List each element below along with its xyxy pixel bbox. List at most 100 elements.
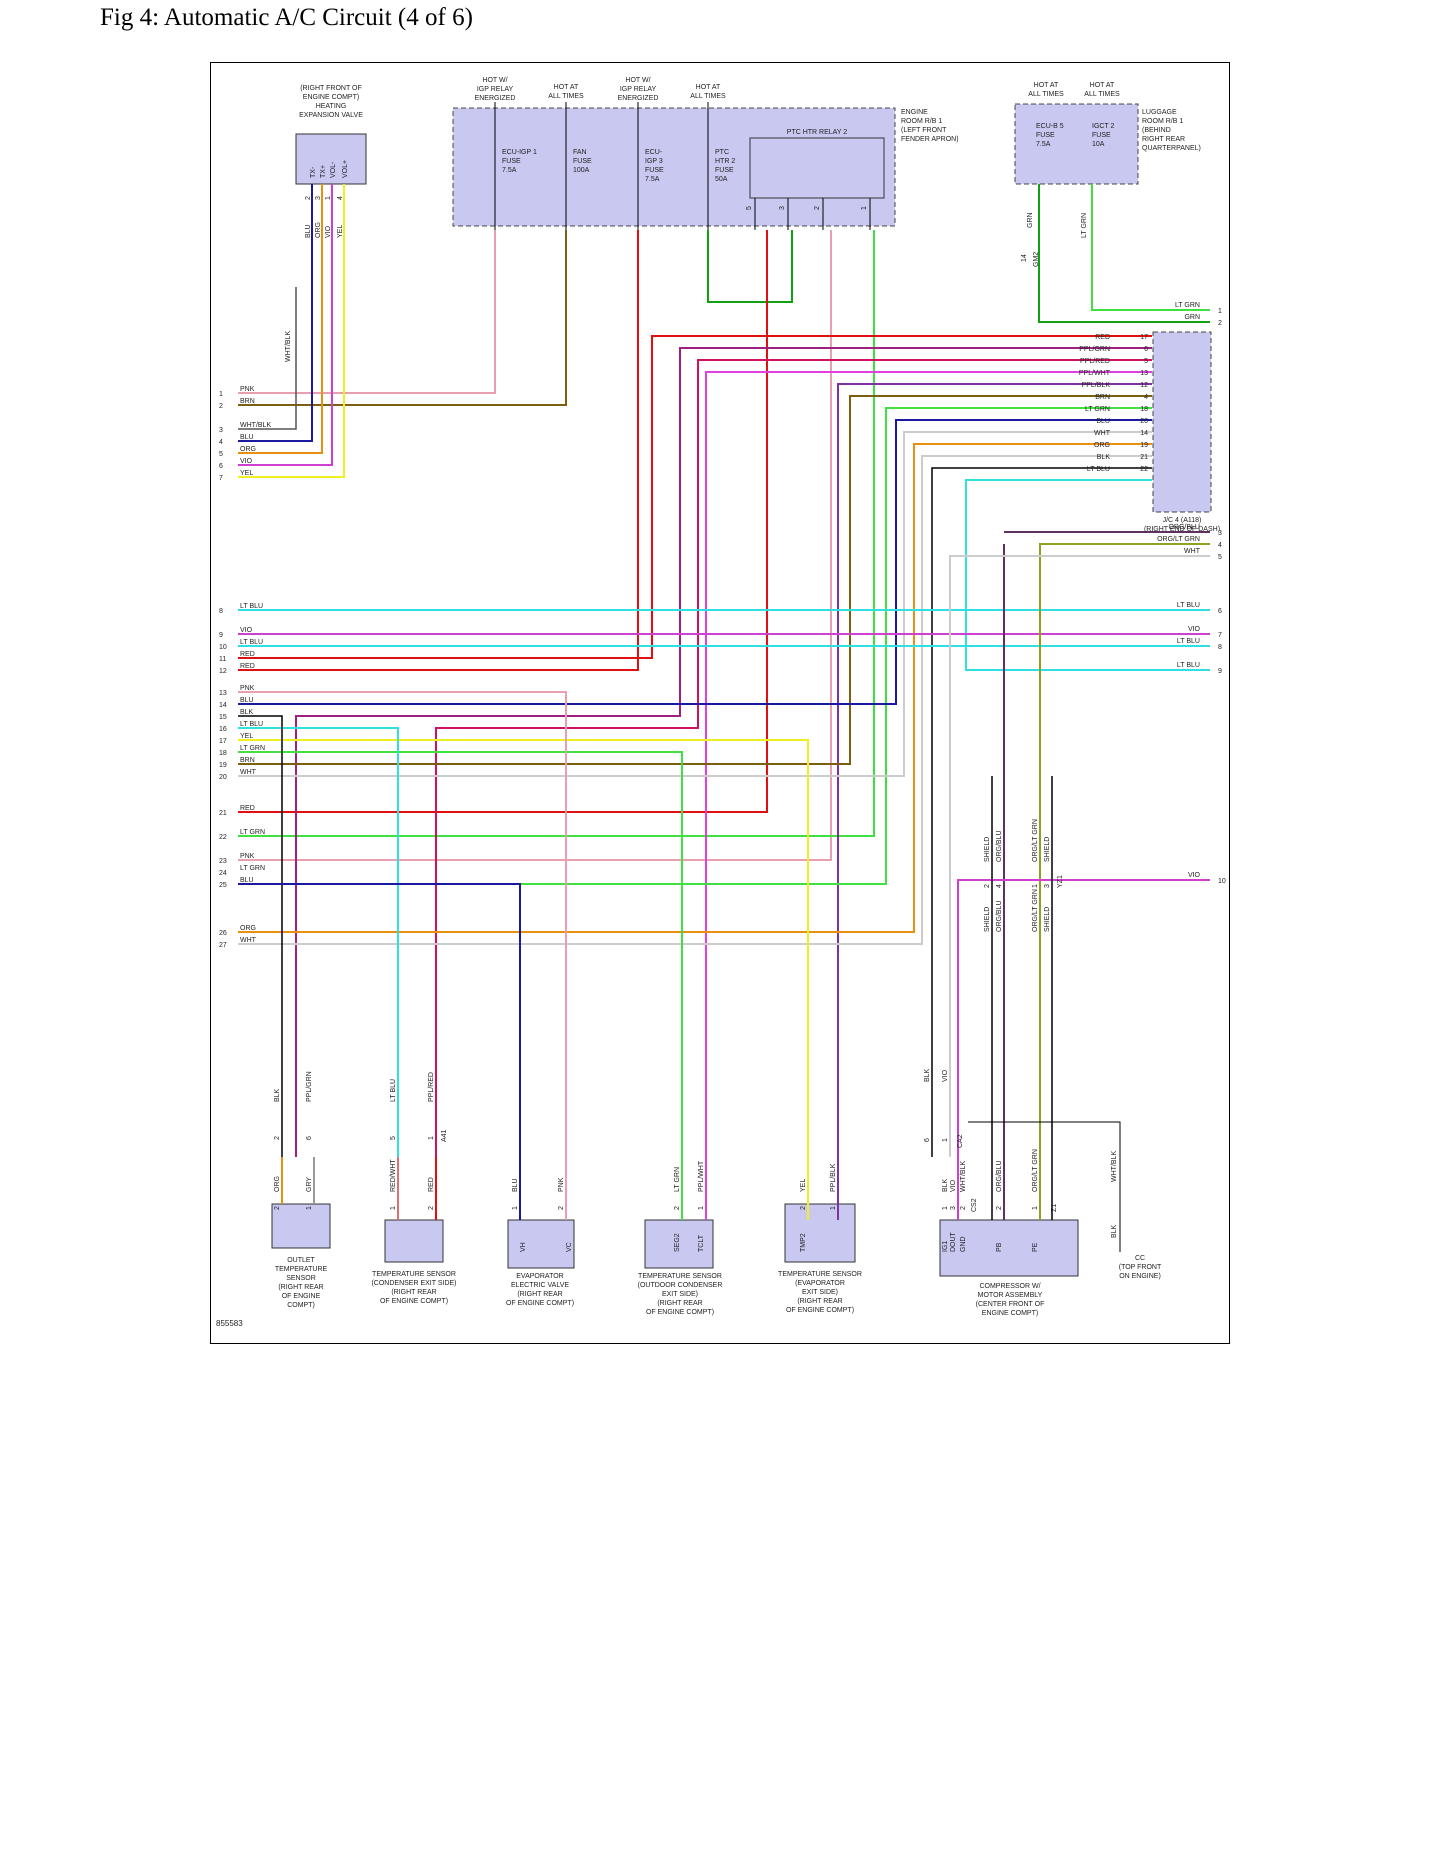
wire-red-11 bbox=[238, 335, 1152, 659]
wire-color-label: LT GRN bbox=[674, 1167, 681, 1192]
jc4-row-color: BRN bbox=[1095, 394, 1110, 401]
component-pin-number: 1 bbox=[306, 1206, 313, 1210]
right-row-number: 4 bbox=[1218, 542, 1222, 549]
cond-sensor-label: (CONDENSER EXIT SIDE) bbox=[371, 1280, 456, 1287]
connector-id: GM2 bbox=[1033, 252, 1040, 267]
left-row-color-label: LT BLU bbox=[240, 639, 263, 646]
heating-valve-pin-number: 1 bbox=[325, 196, 332, 200]
jc4-row-color: LT BLU bbox=[1087, 466, 1110, 473]
hot-always-label: HOT AT bbox=[554, 84, 579, 91]
component-pin-number: 1 bbox=[942, 1206, 949, 1210]
left-row-number: 9 bbox=[219, 632, 223, 639]
component-pin-number: 2 bbox=[428, 1206, 435, 1210]
engine-room-rb-label: FENDER APRON) bbox=[901, 136, 959, 143]
evap-exit-sensor-label: TEMPERATURE SENSOR bbox=[778, 1271, 862, 1278]
heating-valve-pin-number: 2 bbox=[305, 196, 312, 200]
hot-always-label: ALL TIMES bbox=[548, 93, 584, 100]
cond-sensor-label: TEMPERATURE SENSOR bbox=[372, 1271, 456, 1278]
connector-pin-number: 6 bbox=[306, 1136, 313, 1140]
wire-pnk-13 bbox=[238, 691, 567, 1220]
wire-color-label: VIO bbox=[325, 225, 332, 238]
wire-ltblu-r9 bbox=[965, 479, 1210, 671]
hot-always-label: HOT AT bbox=[1034, 82, 1059, 89]
wire-vio-r10 bbox=[957, 879, 1210, 1220]
jc4-row-pin: 17 bbox=[1140, 334, 1148, 341]
component-pin-number: 2 bbox=[558, 1206, 565, 1210]
wire-color-label: BLK bbox=[942, 1178, 949, 1192]
right-row-number: 1 bbox=[1218, 308, 1222, 315]
connector-pin-number: 1 bbox=[1032, 884, 1039, 888]
jc4-row-color: PPL/RED bbox=[1080, 358, 1110, 365]
left-row-number: 19 bbox=[219, 762, 227, 769]
outdoor-sensor-label: EXIT SIDE) bbox=[662, 1291, 698, 1298]
right-row-number: 6 bbox=[1218, 608, 1222, 615]
wire-color-label: RED bbox=[428, 1177, 435, 1192]
left-row-number: 11 bbox=[219, 656, 226, 663]
left-row-color-label: YEL bbox=[240, 470, 253, 477]
connector-id: CA2 bbox=[957, 1134, 964, 1148]
left-row-color-label: RED bbox=[240, 663, 255, 670]
hot-igp-label: HOT W/ bbox=[482, 77, 507, 84]
evap-exit-sensor-label: OF ENGINE COMPT) bbox=[786, 1307, 854, 1314]
left-row-number: 21 bbox=[219, 810, 227, 817]
right-row-number: 9 bbox=[1218, 668, 1222, 675]
shield-label: SHIELD bbox=[1044, 837, 1051, 862]
ground-label: ON ENGINE) bbox=[1119, 1273, 1161, 1280]
wire-pplred-a41 bbox=[435, 359, 1152, 1157]
jc4-row-color: BLU bbox=[1096, 418, 1110, 425]
right-row-color-label: LT GRN bbox=[1175, 302, 1200, 309]
left-row-color-label: LT GRN bbox=[240, 745, 265, 752]
fuse-label: 7.5A bbox=[502, 167, 517, 174]
wire-pplgrn-a41 bbox=[295, 347, 1152, 1157]
fuse-label: FUSE bbox=[1092, 132, 1111, 139]
wire-grn-relay bbox=[707, 230, 793, 303]
wire-wht-r5 bbox=[949, 555, 1210, 1157]
connector-pin-number: 6 bbox=[924, 1138, 931, 1142]
component-terminal: VC bbox=[566, 1242, 573, 1252]
left-row-number: 25 bbox=[219, 882, 227, 889]
fuse-label: 10A bbox=[1092, 141, 1105, 148]
component-terminal: TMP2 bbox=[800, 1233, 807, 1252]
component-terminal: TCLT bbox=[698, 1234, 705, 1252]
fuse-label: HTR 2 bbox=[715, 158, 735, 165]
jc4-row-pin: 22 bbox=[1140, 466, 1148, 473]
wire-blu-4 bbox=[238, 184, 313, 442]
fuse-label: IGP 3 bbox=[645, 158, 663, 165]
heating-valve-label: (RIGHT FRONT OF bbox=[300, 85, 362, 92]
right-row-number: 7 bbox=[1218, 632, 1222, 639]
connector-id: CS2 bbox=[971, 1198, 978, 1212]
heating-valve-pin: VOL+ bbox=[342, 160, 349, 178]
wire-color-label: BLU bbox=[305, 224, 312, 238]
wire-color-label: BLK bbox=[1111, 1224, 1118, 1238]
luggage-rb-label: ROOM R/B 1 bbox=[1142, 118, 1183, 125]
outdoor-sensor-label: (RIGHT REAR bbox=[657, 1300, 702, 1307]
left-row-color-label: BLU bbox=[240, 877, 254, 884]
connector-pin-number: 1 bbox=[428, 1136, 435, 1140]
cond-sensor-label: (RIGHT REAR bbox=[391, 1289, 436, 1296]
jc4-box bbox=[1152, 331, 1212, 513]
right-row-color-label: GRN bbox=[1184, 314, 1200, 321]
wire-color-label: VIO bbox=[942, 1069, 949, 1082]
left-row-color-label: BLU bbox=[240, 697, 254, 704]
wire-red-21 bbox=[238, 230, 768, 813]
wire-color-label: RED/WHT bbox=[390, 1159, 397, 1192]
left-row-color-label: PNK bbox=[240, 685, 255, 692]
left-row-number: 3 bbox=[219, 427, 223, 434]
wire-orgltgrn bbox=[1039, 543, 1210, 1220]
shield-label: ORG/LT GRN bbox=[1032, 819, 1039, 862]
wire-color-label: PNK bbox=[558, 1177, 565, 1192]
hot-igp-label: ENERGIZED bbox=[475, 95, 516, 102]
heating-valve-pin-number: 3 bbox=[315, 196, 322, 200]
left-row-color-label: LT GRN bbox=[240, 865, 265, 872]
wire-pplwht bbox=[705, 371, 1152, 1220]
wire-brn-19 bbox=[238, 395, 1152, 765]
compressor-label: COMPRESSOR W/ bbox=[979, 1283, 1040, 1290]
fuse-label: ECU- bbox=[645, 149, 663, 156]
relay-pin-number: 1 bbox=[861, 206, 868, 210]
component-pin-number: 1 bbox=[512, 1206, 519, 1210]
fuse-label: FAN bbox=[573, 149, 587, 156]
compressor-label: MOTOR ASSEMBLY bbox=[978, 1292, 1043, 1299]
wire-blk-ca2 bbox=[931, 467, 1152, 1157]
connector-id: A41 bbox=[441, 1129, 448, 1142]
wire-wht-27 bbox=[238, 455, 1152, 945]
